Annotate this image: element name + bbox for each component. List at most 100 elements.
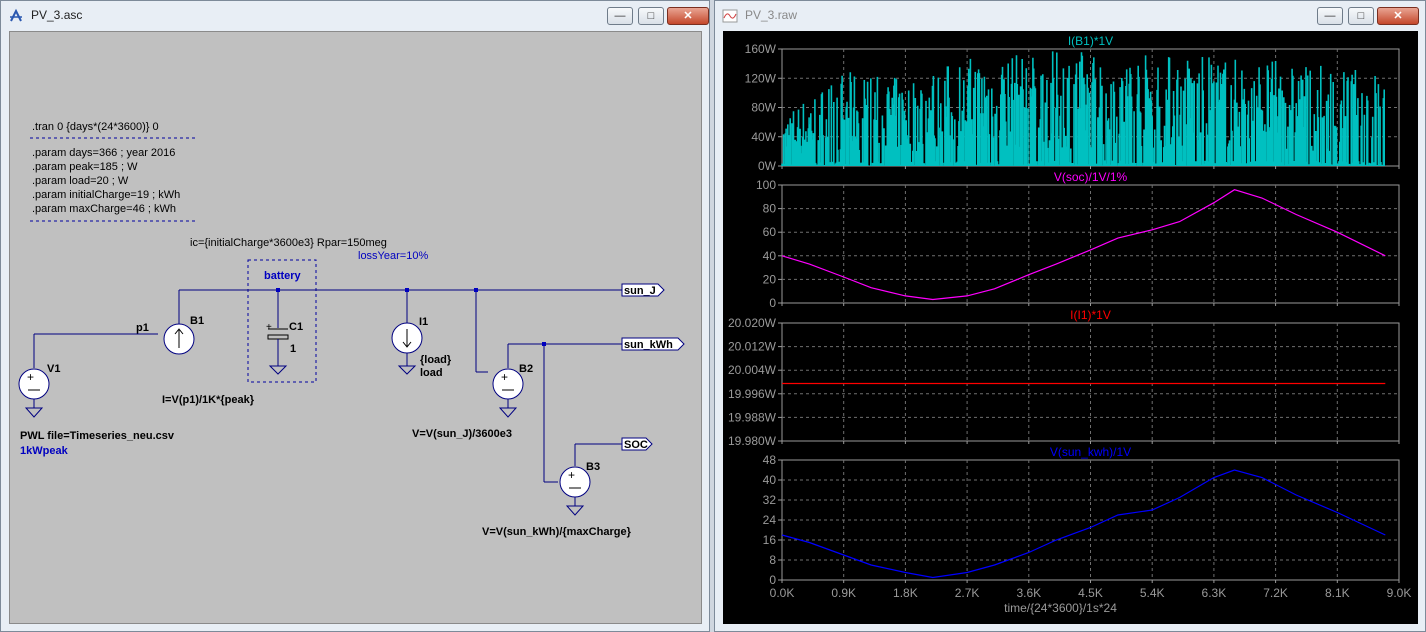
c1-plus: + bbox=[266, 322, 272, 333]
param-initial-charge[interactable]: .param initialCharge=19 ; kWh bbox=[32, 189, 180, 201]
x-tick-label: 2.7K bbox=[955, 586, 980, 600]
param-days[interactable]: .param days=366 ; year 2016 bbox=[32, 147, 175, 159]
trace-title[interactable]: I(B1)*1V bbox=[1068, 34, 1113, 48]
i1-name: I1 bbox=[419, 316, 428, 328]
trace-line[interactable] bbox=[781, 189, 1386, 301]
param-peak[interactable]: .param peak=185 ; W bbox=[32, 161, 138, 173]
behavioral-voltage-source-b3[interactable]: + bbox=[559, 466, 591, 516]
i1-comment[interactable]: load bbox=[420, 367, 443, 379]
c1-name: C1 bbox=[289, 321, 303, 333]
b2-name: B2 bbox=[519, 363, 533, 375]
ground-icon bbox=[397, 365, 417, 375]
net-label-p1[interactable]: p1 bbox=[136, 322, 149, 334]
capacitor-ic-rpar[interactable]: ic={initialCharge*3600e3} Rpar=150meg bbox=[190, 237, 387, 249]
pane-border bbox=[781, 184, 1400, 304]
behavioral-current-source-b1[interactable] bbox=[163, 323, 195, 355]
y-tick-label: 20.004W bbox=[728, 363, 777, 377]
y-tick-label: 20.012W bbox=[728, 340, 777, 354]
y-tick-label: 48 bbox=[763, 453, 777, 467]
y-tick-label: 19.980W bbox=[728, 434, 777, 448]
svg-text:+: + bbox=[27, 370, 34, 384]
svg-text:+: + bbox=[501, 370, 508, 384]
schematic-titlebar[interactable]: PV_3.asc — □ ✕ bbox=[1, 1, 709, 31]
svg-text:+: + bbox=[568, 468, 575, 482]
x-tick-label: 3.6K bbox=[1016, 586, 1041, 600]
param-max-charge[interactable]: .param maxCharge=46 ; kWh bbox=[32, 203, 176, 215]
x-tick-label: 4.5K bbox=[1078, 586, 1103, 600]
net-flag-sun-j[interactable]: sun_J bbox=[621, 283, 665, 297]
y-tick-label: 60 bbox=[763, 225, 777, 239]
waveform-titlebar[interactable]: PV_3.raw — □ ✕ bbox=[715, 1, 1425, 31]
c1-value[interactable]: 1 bbox=[290, 343, 296, 355]
schematic-canvas[interactable]: .tran 0 {days*(24*3600)} 0 .param days=3… bbox=[9, 31, 702, 624]
x-tick-label: 5.4K bbox=[1140, 586, 1165, 600]
ltspice-schematic-icon bbox=[10, 8, 22, 22]
waveform-plots[interactable]: I(B1)*1V 160W 120W 80W 40W 0WV(soc)/1V/1%1008… bbox=[723, 31, 1420, 626]
svg-text:SOC: SOC bbox=[624, 439, 648, 451]
minimize-button[interactable]: — bbox=[607, 7, 633, 25]
trace-line[interactable] bbox=[781, 51, 1386, 166]
y-tick-label: 32 bbox=[763, 493, 777, 507]
b1-name: B1 bbox=[190, 315, 204, 327]
v1-value[interactable]: PWL file=Timeseries_neu.csv bbox=[20, 430, 175, 442]
schematic-window: PV_3.asc — □ ✕ .tran 0 {days*(24*3600)} … bbox=[0, 0, 710, 632]
y-tick-label: 0 bbox=[769, 573, 776, 587]
net-flag-soc[interactable]: SOC bbox=[621, 437, 653, 451]
b1-value[interactable]: I=V(p1)/1K*{peak} bbox=[162, 394, 255, 406]
x-tick-label: 1.8K bbox=[893, 586, 918, 600]
maximize-button[interactable]: □ bbox=[638, 7, 664, 25]
y-tick-label: 80W bbox=[751, 101, 776, 115]
current-source-i1[interactable] bbox=[391, 322, 423, 375]
trace-line[interactable] bbox=[781, 469, 1386, 579]
loss-year-directive[interactable]: lossYear=10% bbox=[358, 250, 428, 262]
y-tick-label: 40W bbox=[751, 130, 776, 144]
trace-title[interactable]: V(sun_kwh)/1V bbox=[1050, 445, 1131, 459]
schematic-title: PV_3.asc bbox=[31, 8, 83, 22]
y-tick-label: 16 bbox=[763, 533, 777, 547]
y-tick-label: 24 bbox=[763, 513, 777, 527]
y-tick-label: 160W bbox=[745, 42, 777, 56]
y-tick-label: 120W bbox=[745, 71, 777, 85]
x-tick-label: 6.3K bbox=[1202, 586, 1227, 600]
svg-text:sun_kWh: sun_kWh bbox=[624, 339, 673, 351]
y-tick-label: 19.988W bbox=[728, 410, 777, 424]
battery-box bbox=[247, 259, 317, 383]
trace-title[interactable]: I(I1)*1V bbox=[1070, 308, 1111, 322]
x-tick-label: 9.0K bbox=[1387, 586, 1412, 600]
waveform-title: PV_3.raw bbox=[745, 8, 798, 22]
x-axis-label[interactable]: time/{24*3600}/1s*24 bbox=[1004, 601, 1117, 615]
trace-title[interactable]: V(soc)/1V/1% bbox=[1054, 170, 1128, 184]
maximize-button[interactable]: □ bbox=[1348, 7, 1374, 25]
ground-icon bbox=[268, 365, 288, 375]
waveform-pane[interactable]: I(I1)*1V 20.020W 20.012W 20.004W 19.996W 19.9… bbox=[728, 308, 1400, 448]
y-tick-label: 0W bbox=[758, 159, 777, 173]
b2-value[interactable]: V=V(sun_J)/3600e3 bbox=[412, 428, 512, 440]
waveform-pane[interactable]: I(B1)*1V 160W 120W 80W 40W 0W bbox=[745, 34, 1400, 173]
voltage-source-v1[interactable]: + bbox=[18, 368, 50, 418]
y-tick-label: 20.020W bbox=[728, 316, 777, 330]
b3-name: B3 bbox=[586, 461, 600, 473]
x-tick-label: 0.9K bbox=[831, 586, 856, 600]
b3-value[interactable]: V=V(sun_kWh)/{maxCharge} bbox=[482, 526, 632, 538]
close-button[interactable]: ✕ bbox=[667, 7, 709, 25]
x-tick-label: 7.2K bbox=[1263, 586, 1288, 600]
wires bbox=[33, 289, 622, 483]
net-flag-sun-kwh[interactable]: sun_kWh bbox=[621, 337, 685, 351]
tran-directive[interactable]: .tran 0 {days*(24*3600)} 0 bbox=[32, 121, 159, 133]
y-tick-label: 19.996W bbox=[728, 387, 777, 401]
i1-value[interactable]: {load} bbox=[420, 354, 452, 366]
ground-icon bbox=[24, 407, 44, 418]
v1-comment[interactable]: 1kWpeak bbox=[20, 445, 69, 457]
param-load[interactable]: .param load=20 ; W bbox=[32, 175, 129, 187]
capacitor-c1[interactable] bbox=[267, 328, 289, 375]
pane-border bbox=[781, 322, 1400, 442]
minimize-button[interactable]: — bbox=[1317, 7, 1343, 25]
behavioral-voltage-source-b2[interactable]: + bbox=[492, 368, 524, 418]
close-button[interactable]: ✕ bbox=[1377, 7, 1419, 25]
v1-name: V1 bbox=[47, 363, 60, 375]
waveform-viewer-icon bbox=[722, 9, 738, 23]
